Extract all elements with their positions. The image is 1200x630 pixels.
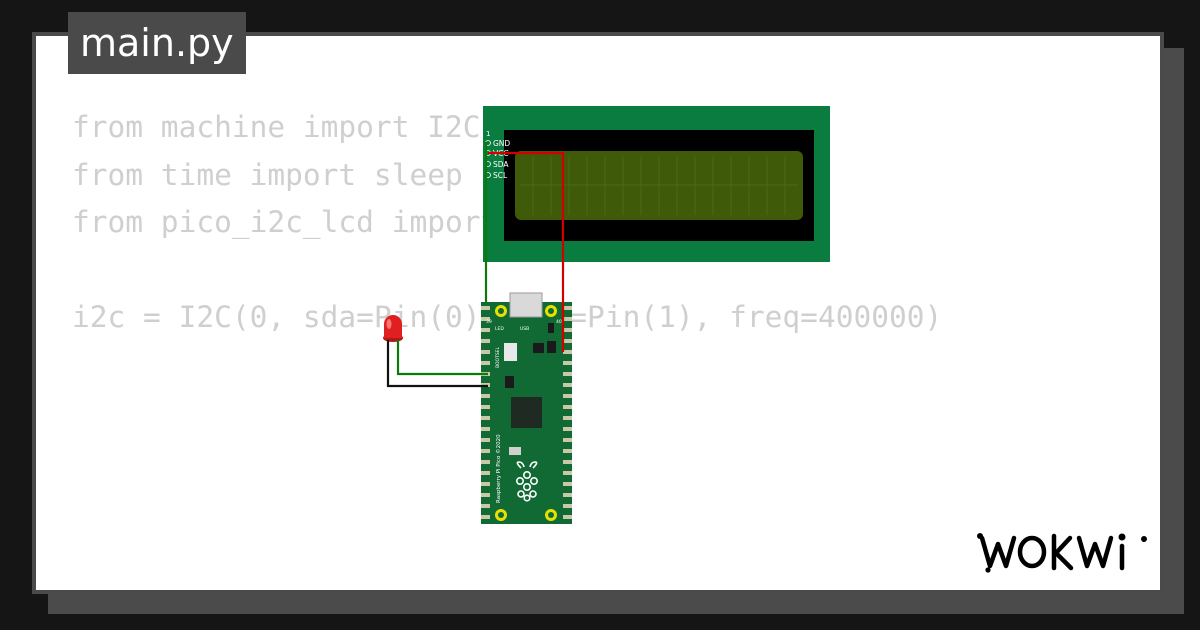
- bootsel-button[interactable]: [504, 343, 517, 361]
- lcd-pin-gnd: GND: [493, 139, 510, 148]
- rp2040-chip: [511, 397, 542, 428]
- pico-pin-39: 39: [486, 319, 492, 325]
- wokwi-logo: [977, 533, 1147, 573]
- lcd-character-grid: [520, 156, 798, 215]
- pico-component-chip: [548, 323, 554, 333]
- pico-led-label: LED: [495, 326, 504, 332]
- pico-pin-40: 40: [556, 319, 562, 325]
- pico-brand-label: Raspberry Pi Pico ©2020: [495, 434, 502, 503]
- pico-debug-pad: [509, 447, 521, 455]
- pico-usb-label: USB: [520, 326, 529, 332]
- led[interactable]: [383, 315, 403, 386]
- wires: [386, 141, 565, 388]
- lcd-pin-number: 1: [486, 130, 490, 138]
- raspberry-pi-pico[interactable]: 39 40 LED USB BOOTSEL Raspberry Pi Pico …: [481, 292, 572, 524]
- raspberry-pi-logo-icon: [515, 461, 538, 502]
- usb-connector: [509, 292, 543, 318]
- pico-component-chip: [533, 343, 544, 353]
- wire-vcc: [488, 151, 565, 352]
- pico-component-chip: [547, 341, 556, 353]
- wire-led-ground: [386, 340, 488, 388]
- lcd-display[interactable]: 1 GND VCC SDA SCL: [483, 106, 830, 262]
- lcd-pin-sda: SDA: [493, 160, 509, 169]
- wire-gnd: [484, 141, 488, 302]
- file-title-tag: main.py: [68, 12, 246, 74]
- wire-led-signal: [396, 340, 488, 376]
- bootsel-label: BOOTSEL: [495, 346, 501, 368]
- pico-component-chip: [505, 376, 514, 388]
- lcd-pin-scl: SCL: [493, 171, 508, 180]
- code-line: from time import sleep: [72, 157, 463, 192]
- pico-pin-pads-right: [563, 306, 572, 519]
- led-icon: [384, 315, 402, 338]
